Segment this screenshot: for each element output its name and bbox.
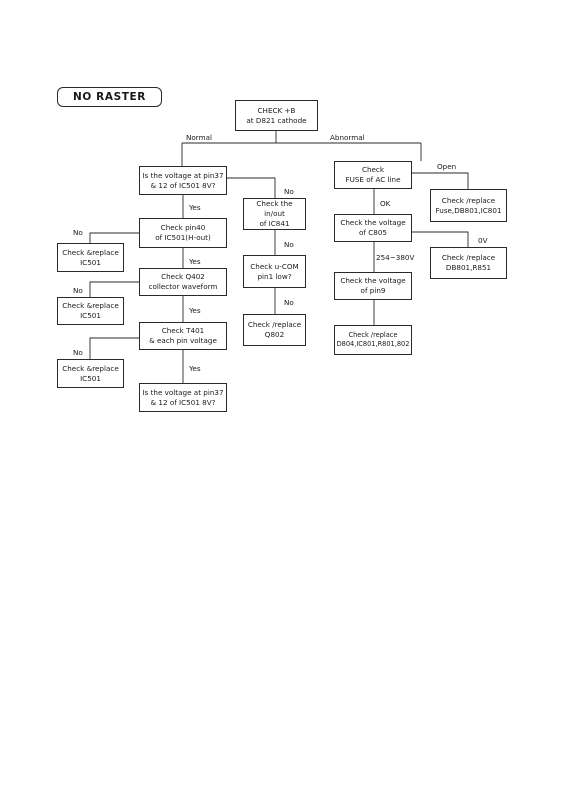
replace-ic501-box: Check &replace IC501 (57, 359, 124, 388)
connector-fuse-to-open (412, 172, 469, 189)
branch-label-abnormal: Abnormal (330, 133, 365, 142)
branch-label-normal: Normal (186, 133, 213, 142)
replace-ic501-box: Check &replace IC501 (57, 243, 124, 272)
connector-pin37-to-ic841 (227, 177, 276, 198)
check-t401-box: Check T401 & each pin voltage (139, 322, 227, 350)
connector-top-split (181, 130, 422, 166)
connector-c805-to-0v (412, 231, 469, 247)
replace-q802-box: Check /replace Q802 (243, 314, 306, 346)
branch-label-ok: OK (380, 199, 391, 208)
connector-no-ic501-1 (89, 232, 140, 243)
replace-fuse-box: Check /replace Fuse,DB801,IC801 (430, 189, 507, 222)
branch-label-voltage-range: 254~380V (376, 253, 415, 262)
check-pin9-box: Check the voltage of pin9 (334, 272, 412, 300)
check-q402-box: Check Q402 collector waveform (139, 268, 227, 296)
branch-label-0v: 0V (478, 236, 488, 245)
check-c805-box: Check the voltage of C805 (334, 214, 412, 242)
branch-label-no: No (284, 187, 294, 196)
replace-d804-box: Check /replace D804,IC801,R801,802 (334, 325, 412, 355)
branch-label-yes: Yes (189, 364, 201, 373)
check-ic841-box: Check the in/out of IC841 (243, 198, 306, 230)
connector-no-ic501-3 (89, 337, 140, 359)
check-fuse-box: Check FUSE of AC line (334, 161, 412, 189)
branch-label-no: No (73, 286, 83, 295)
check-pin40-box: Check pin40 of IC501(H-out) (139, 218, 227, 248)
branch-label-yes: Yes (189, 306, 201, 315)
branch-label-no: No (73, 348, 83, 357)
branch-label-open: Open (437, 162, 457, 171)
connector-no-ic501-2 (89, 281, 140, 297)
replace-ic501-box: Check &replace IC501 (57, 297, 124, 325)
branch-label-no: No (73, 228, 83, 237)
replace-db801-box: Check /replace DB801,R851 (430, 247, 507, 279)
pin37-voltage-question-box: Is the voltage at pin37 & 12 of IC501 8V… (139, 166, 227, 195)
check-ucom-box: Check u-COM pin1 low? (243, 255, 306, 288)
branch-label-yes: Yes (189, 203, 201, 212)
branch-label-no: No (284, 240, 294, 249)
pin37-voltage-question-box-bottom: Is the voltage at pin37 & 12 of IC501 8V… (139, 383, 227, 412)
branch-label-yes: Yes (189, 257, 201, 266)
page-title: NO RASTER (57, 87, 162, 107)
check-b-voltage-box: CHECK +B at D821 cathode (235, 100, 318, 131)
branch-label-no: No (284, 298, 294, 307)
